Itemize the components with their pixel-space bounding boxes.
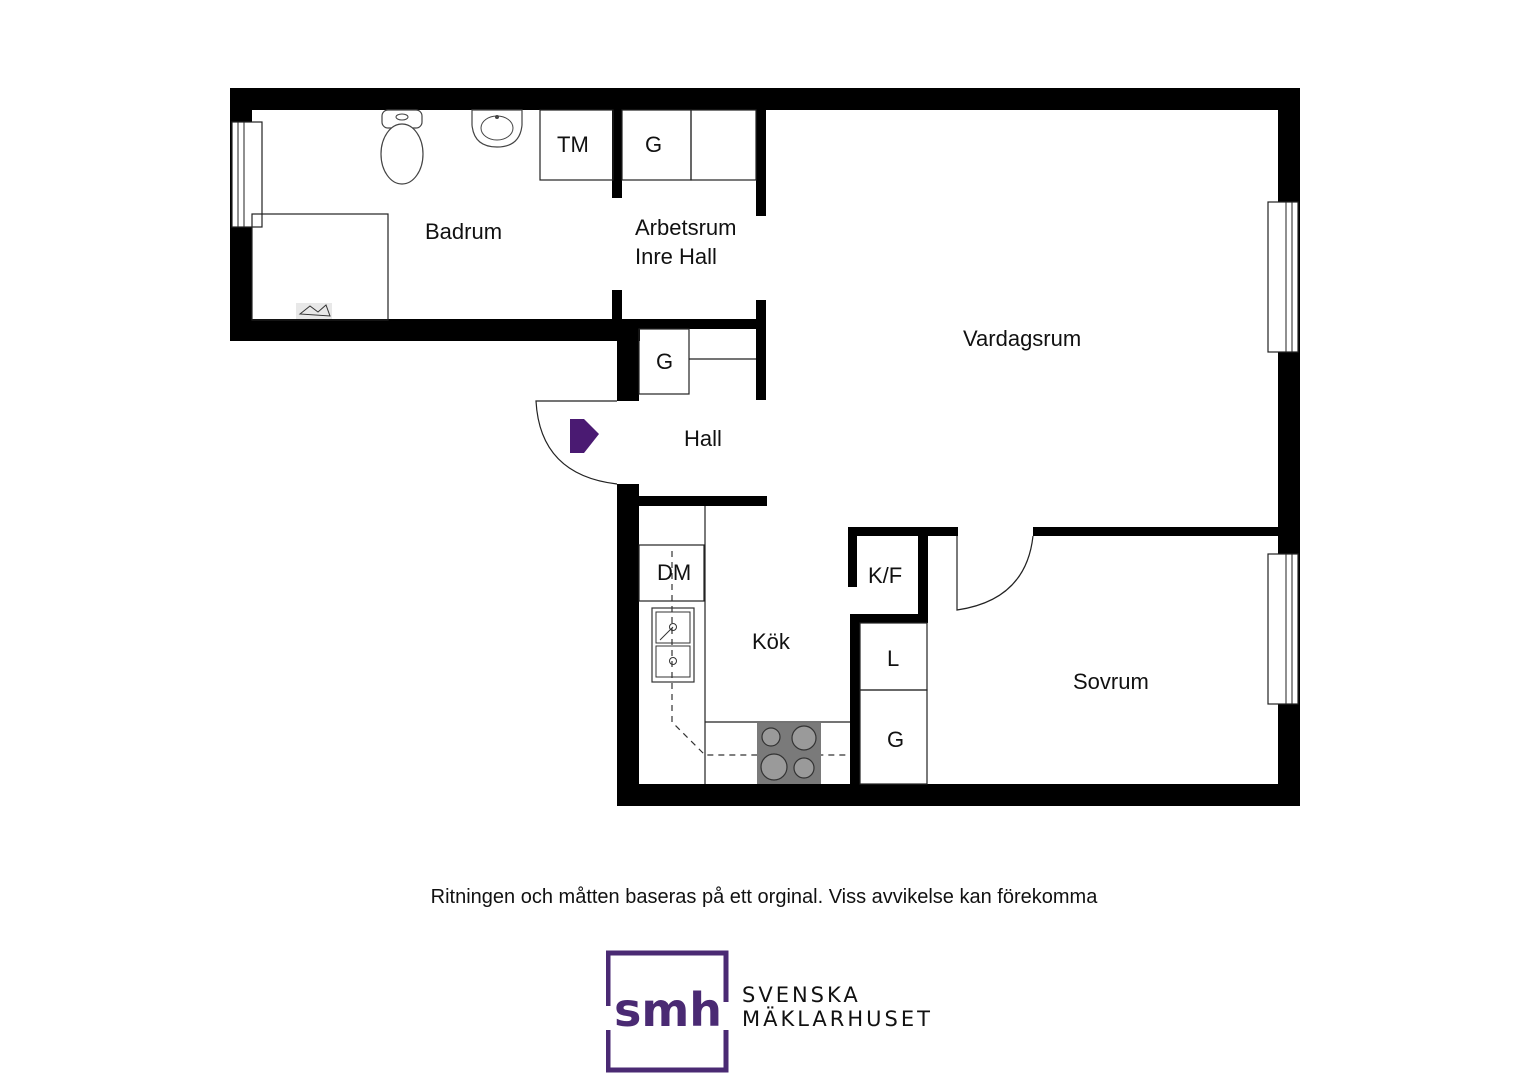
room-label-vardagsrum: Vardagsrum [963,326,1081,351]
interior-walls [612,108,1281,786]
fixture-label-g-top: G [645,132,662,157]
logo-letters: smh [614,983,722,1037]
fixture-label-tm: TM [557,132,589,157]
room-label-hall: Hall [684,426,722,451]
brand-name-line2: MÄKLARHUSET [742,1007,933,1031]
kitchen-fixtures [638,506,850,784]
entrance-door [535,400,618,485]
room-label-sovrum: Sovrum [1073,669,1149,694]
room-label-inre-hall: Inre Hall [635,244,717,269]
bedroom-door [956,535,1034,611]
entrance-arrow-icon [570,419,599,453]
storage-fixtures [621,109,757,395]
bathroom-fixtures [251,109,614,321]
windows [231,121,1299,705]
bedroom-closets [859,622,928,785]
fixture-label-kf: K/F [868,563,902,588]
disclaimer-text: Ritningen och måtten baseras på ett orgi… [430,886,1098,908]
fixture-label-g-hall: G [656,349,673,374]
brand-name-line1: SVENSKA [742,983,861,1007]
brand-logo: smh SVENSKA MÄKLARHUSET [606,950,946,1074]
room-label-badrum: Badrum [425,219,502,244]
fixture-label-g-bedroom: G [887,727,904,752]
smh-logo-icon: smh [606,950,729,1073]
fixture-label-l: L [887,646,899,671]
fixture-label-dm: DM [657,560,691,585]
room-label-arbetsrum: Arbetsrum [635,215,736,240]
floor-plan: Badrum Arbetsrum Inre Hall Vardagsrum Ha… [230,88,1300,806]
room-label-kok: Kök [752,629,791,654]
